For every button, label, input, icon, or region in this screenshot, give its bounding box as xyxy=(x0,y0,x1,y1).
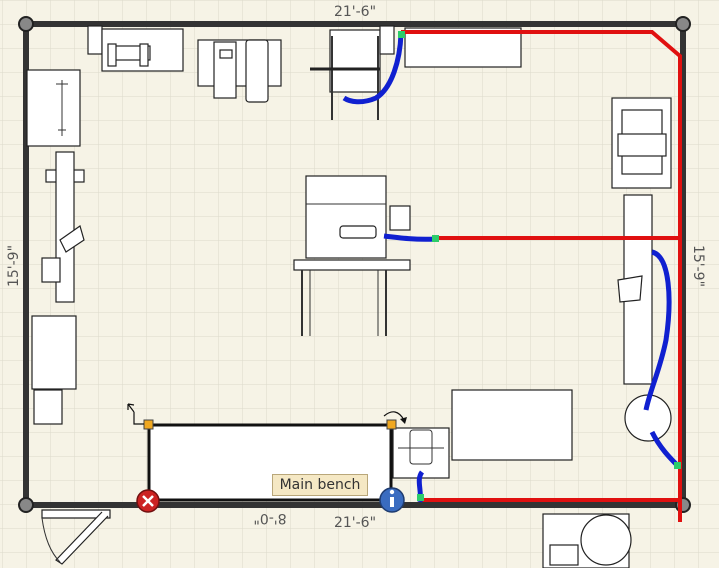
table-saw[interactable] xyxy=(293,175,411,336)
info-button[interactable] xyxy=(379,487,405,513)
walls[interactable] xyxy=(23,21,686,508)
bandsaw-bench[interactable] xyxy=(617,194,653,385)
door[interactable] xyxy=(41,509,111,565)
assembly-table[interactable] xyxy=(451,389,573,461)
duct-ports[interactable] xyxy=(398,31,681,501)
dust-duct[interactable] xyxy=(401,30,682,522)
rotate-handle-icon[interactable] xyxy=(383,411,407,430)
dimension-right: 15'-9" xyxy=(690,245,706,287)
lathe[interactable] xyxy=(197,39,282,103)
router-table[interactable] xyxy=(26,69,81,147)
wall-cabinet[interactable] xyxy=(404,27,522,68)
cabinet-left[interactable] xyxy=(31,315,77,425)
bench-grinder-stand[interactable] xyxy=(87,25,184,72)
compressor[interactable] xyxy=(542,513,632,568)
drill-press[interactable] xyxy=(310,25,395,120)
dimension-left: 15'-9" xyxy=(6,245,22,287)
dimension-top: 21'-6" xyxy=(334,4,376,20)
dimension-selected-length: 8'-0" xyxy=(253,510,286,526)
delete-button[interactable] xyxy=(136,489,160,513)
main-bench-tooltip: Main bench xyxy=(272,474,368,496)
oscillating-sander[interactable] xyxy=(392,427,450,479)
dimension-bottom: 21'-6" xyxy=(334,515,376,531)
planer[interactable] xyxy=(611,97,672,189)
jointer[interactable] xyxy=(41,151,85,303)
resize-handle-icon[interactable] xyxy=(127,403,154,430)
